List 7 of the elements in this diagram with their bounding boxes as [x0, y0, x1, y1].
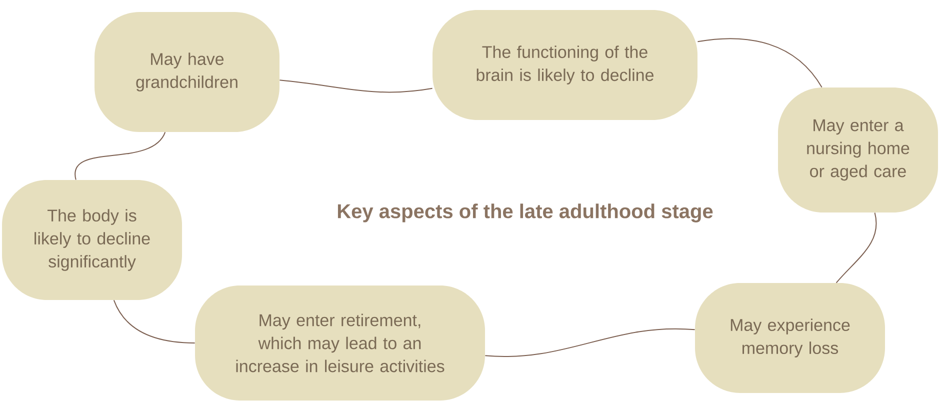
connector-line [279, 80, 433, 93]
connector-line [484, 328, 696, 358]
connector-line [697, 38, 822, 88]
connector-line [836, 212, 877, 284]
title: Key aspects of the late adulthood stage [338, 204, 713, 222]
connector-line [113, 300, 196, 344]
connector-line [74, 132, 166, 180]
